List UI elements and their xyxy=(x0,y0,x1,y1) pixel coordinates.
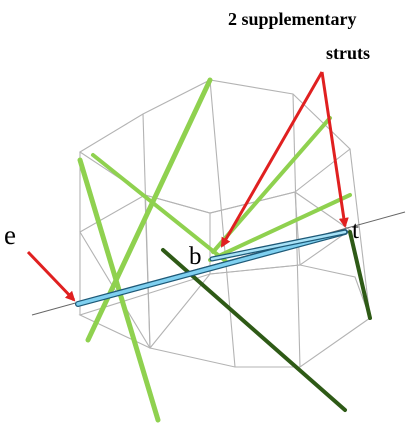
top-hexagon xyxy=(78,79,351,214)
label-b: b xyxy=(189,243,202,270)
arrow-to-e xyxy=(26,250,76,302)
strut-light xyxy=(208,193,352,262)
arrows xyxy=(26,71,349,302)
prism-frame xyxy=(78,79,371,368)
strut-dark xyxy=(161,248,347,412)
supplementary-strut-bt xyxy=(210,230,347,261)
label-e: e xyxy=(4,220,16,250)
label-t: t xyxy=(352,217,359,244)
strut-dark xyxy=(348,230,372,320)
arrow-to-b xyxy=(220,71,324,248)
annotation-line-1: 2 supplementary xyxy=(228,9,357,29)
bottom-hexagon xyxy=(78,264,371,368)
strut-light xyxy=(91,153,230,265)
vertical-edges xyxy=(79,79,371,368)
arrow-to-t xyxy=(320,71,349,228)
supplementary-strut-et xyxy=(76,230,347,306)
annotation-line-2: struts xyxy=(326,43,370,63)
supplementary-struts xyxy=(75,229,348,307)
